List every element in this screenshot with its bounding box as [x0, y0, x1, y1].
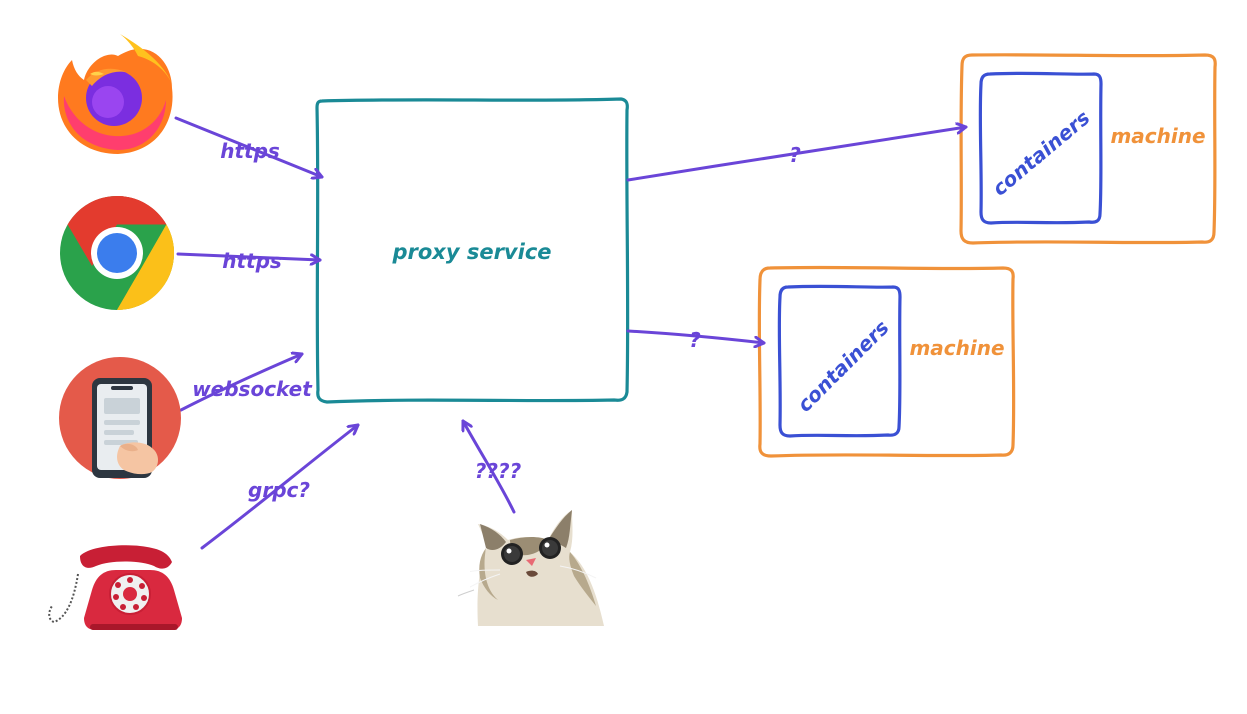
edge-label-machine-1: ? [789, 143, 801, 167]
edge-mobile-to-proxy [179, 354, 304, 412]
edge-label-mobile: websocket [192, 377, 313, 401]
edge-chrome-to-proxy [176, 252, 322, 260]
containers-label-1: containers [988, 105, 1095, 200]
cat-whisker-left [457, 589, 475, 597]
edge-cat-to-proxy [463, 419, 516, 514]
proxy-service-node: proxy service [315, 97, 630, 404]
edge-label-machine-2: ? [689, 328, 701, 352]
edge-proxy-to-machine-2 [626, 329, 766, 343]
edge-label-chrome: https [222, 249, 282, 273]
edge-firefox-to-proxy [174, 116, 324, 177]
edge-label-telephone: grpc? [248, 478, 310, 502]
proxy-service-box [315, 97, 630, 404]
machine-node-2: containers machine [757, 265, 1016, 458]
containers-label-2: containers [792, 315, 893, 416]
chrome-icon [60, 195, 175, 311]
machine-box-1 [959, 53, 1217, 245]
machine-box-2 [757, 265, 1016, 458]
machine-label-1: machine [1110, 124, 1205, 148]
edge-proxy-to-machine-1 [626, 127, 968, 182]
containers-box-1 [978, 71, 1103, 225]
firefox-icon [58, 34, 174, 154]
edges [174, 116, 968, 550]
edge-telephone-to-proxy [200, 423, 360, 550]
containers-box-2 [777, 284, 902, 438]
edge-label-cat: ???? [475, 459, 522, 483]
machine-label-2: machine [909, 336, 1004, 360]
proxy-service-label: proxy service [391, 240, 551, 264]
telephone-icon [48, 545, 182, 630]
shocked-cat-icon [470, 510, 604, 626]
machine-node-1: containers machine [959, 53, 1217, 245]
edge-label-firefox: https [220, 139, 280, 163]
mobile-phone-icon [59, 357, 181, 479]
